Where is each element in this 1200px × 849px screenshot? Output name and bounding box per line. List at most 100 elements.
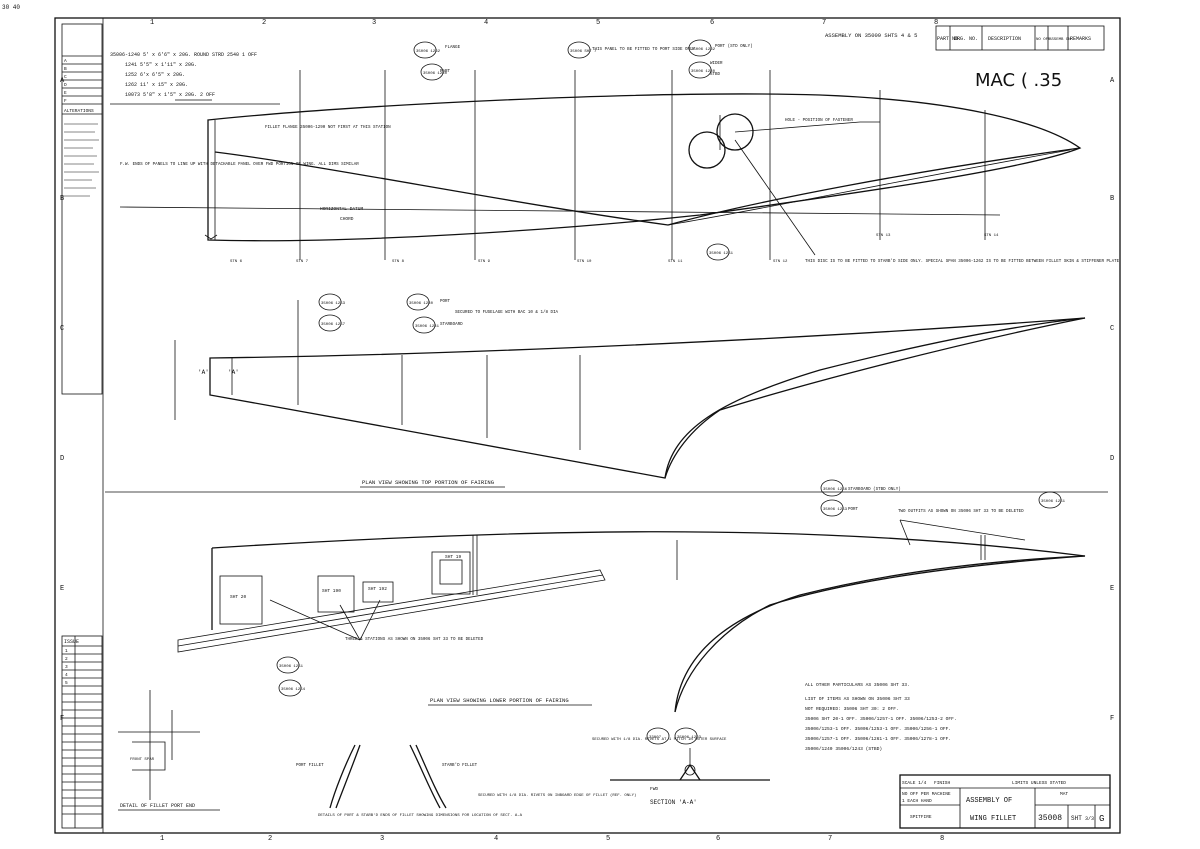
material-list: 35006-1240 5' x 6'6" x 20G. ROUND STRD 2… bbox=[110, 52, 257, 98]
part-tag: 35006 SHT 7 bbox=[570, 50, 597, 54]
detail-fillets: PORT FILLET STARB'D FILLET DETAILS OF PO… bbox=[296, 744, 523, 818]
border-bottom-numbers: 1 2 3 4 5 6 7 8 bbox=[160, 835, 944, 843]
border-letter: E bbox=[60, 585, 64, 593]
page-mark: 30 40 bbox=[2, 4, 20, 11]
fwd-label: FWD bbox=[650, 786, 658, 792]
secured-by-note: SECURED WITH 1/8 DIA. RIVETS ON INBOARD … bbox=[478, 793, 636, 798]
border-num: 1 bbox=[150, 19, 154, 27]
detail-title: DETAIL OF FILLET PORT END bbox=[120, 803, 195, 809]
border-num: 2 bbox=[268, 835, 272, 843]
finish-label: FINISH bbox=[934, 780, 951, 786]
plan-lower-view: SHT 20 SHT 190 SHT 192 SHT 19 THREE & ST… bbox=[177, 487, 1086, 713]
assembly-note: ASSEMBLY ON 35009 SHTS 4 & 5 bbox=[825, 32, 917, 39]
station-label: STN 6 bbox=[230, 260, 243, 264]
part-tags: 35006 1262 35006 1240 35006 SHT 7 35006 … bbox=[276, 39, 1066, 745]
station-label: STN 9 bbox=[478, 260, 491, 264]
port-fillet-label: PORT FILLET bbox=[296, 764, 324, 768]
title-line-2: WING FILLET bbox=[970, 815, 1016, 823]
station-label: STN 14 bbox=[984, 234, 999, 238]
station-label: STN 8 bbox=[392, 260, 405, 264]
border-left-letters: A B C D E F bbox=[60, 77, 65, 723]
issue-row: 3 bbox=[65, 664, 68, 670]
top-view-notes: FILLET FLANGE 35006-1290 NOT FIRST AT TH… bbox=[120, 44, 1120, 264]
notes-block: ALL OTHER PARTICULARS AS 35006 SHT 33. L… bbox=[805, 682, 957, 752]
outer-border bbox=[54, 17, 1121, 834]
alteration-row: A bbox=[64, 58, 67, 64]
three-stations-note: THREE & STATIONS AS SHOWN ON 35006 SHT 3… bbox=[345, 638, 484, 642]
starboard-stbd-only: STARBOARD (STBD ONLY) bbox=[848, 487, 901, 492]
wider-label: WIDER bbox=[710, 62, 723, 66]
horizontal-datum-label: HORIZONTAL DATUM bbox=[320, 206, 364, 212]
revision-letter: G bbox=[1099, 814, 1104, 824]
note-line: LIST OF ITEMS AS SHOWN ON 35006 SHT 33 bbox=[805, 696, 910, 702]
note-line: ALL OTHER PARTICULARS AS 35006 SHT 33. bbox=[805, 682, 910, 688]
sht-label: SHT 19 bbox=[445, 554, 462, 560]
border-letter: B bbox=[1110, 195, 1114, 203]
header-col: REMARKS bbox=[1070, 36, 1091, 42]
this-panel-note: THIS PANEL TO BE FITTED TO PORT SIDE ONL… bbox=[592, 48, 696, 52]
station-label: STN 10 bbox=[577, 260, 592, 264]
part-tag: 35006 1241 bbox=[415, 325, 440, 329]
port-word: PORT bbox=[440, 300, 451, 304]
part-tag: 35006 1254 bbox=[281, 688, 306, 692]
fillet-note: FILLET FLANGE 35006-1290 NOT FIRST AT TH… bbox=[265, 126, 391, 130]
alterations-title: ALTERATIONS bbox=[64, 108, 94, 114]
drawing-number: 35008 bbox=[1038, 814, 1062, 823]
sht-label: SHT 190 bbox=[322, 588, 341, 594]
border-letter: A bbox=[60, 77, 65, 85]
sta-a-label: 'A' bbox=[198, 369, 209, 376]
part-tag: 35006 1240 bbox=[423, 72, 448, 76]
no-off-label: NO OFF PER MACHINE bbox=[902, 791, 951, 797]
part-tag: 35006 1240 bbox=[409, 302, 434, 306]
border-num: 4 bbox=[484, 19, 488, 27]
border-right-letters: A B C D E F bbox=[1110, 77, 1115, 723]
border-letter: D bbox=[60, 455, 64, 463]
two-outfits-note: TWO OUTFITS AS SHOWN ON 35006 SHT 33 TO … bbox=[898, 510, 1024, 514]
border-letter: C bbox=[1110, 325, 1114, 333]
part-tag: 35006 1251 bbox=[279, 665, 304, 669]
plan-top-view: 'A' 'A' SECURED TO FUSELAGE WITH BAC 10 … bbox=[174, 300, 1086, 488]
title-line-1: ASSEMBLY OF bbox=[966, 797, 1012, 805]
border-num: 8 bbox=[940, 835, 944, 843]
station-label: STN 7 bbox=[296, 260, 309, 264]
flange-label: FLANGE bbox=[445, 46, 461, 50]
note-line: 35006 SHT 20-1 OFF. 35006/1257-1 OFF. 35… bbox=[805, 716, 957, 722]
secured-to-fuselage: SECURED TO FUSELAGE WITH BAC 10 & 1/8 DI… bbox=[455, 310, 559, 315]
material-line: 35006-1240 5' x 6'6" x 20G. ROUND STRD 2… bbox=[110, 52, 257, 58]
border-num: 7 bbox=[822, 19, 826, 27]
alteration-row: F bbox=[64, 98, 67, 104]
issue-row: 5 bbox=[65, 680, 68, 686]
note-line: 35006/1240 35006/1243 (STBD) bbox=[805, 746, 882, 752]
note-line: 35006/1257-1 OFF. 35006/1261-1 OFF. 3500… bbox=[805, 736, 951, 742]
part-tag: 35006 1240 bbox=[691, 70, 716, 74]
part-tag: 35006 1253 bbox=[823, 508, 848, 512]
disc-note: THIS DISC IS TO BE FITTED TO STARB'D SID… bbox=[805, 259, 1120, 264]
material-line: 1262 11' x 15" x 20G. bbox=[125, 82, 188, 88]
station-label: STN 13 bbox=[876, 234, 891, 238]
issue-row: 4 bbox=[65, 672, 68, 678]
border-num: 2 bbox=[262, 19, 266, 27]
station-label: STN 11 bbox=[668, 260, 683, 264]
edge-note: F.W. ENDS OF PANELS TO LINE UP WITH DETA… bbox=[120, 163, 359, 167]
section-aa-label: SECTION 'A-A' bbox=[650, 799, 697, 806]
starboard-word: STARBOARD bbox=[440, 323, 463, 327]
border-num: 6 bbox=[716, 835, 720, 843]
station-label: STN 12 bbox=[773, 260, 788, 264]
border-num: 6 bbox=[710, 19, 714, 27]
issue-row: 1 bbox=[65, 648, 68, 654]
top-elevation-view: HORIZONTAL DATUM CHORD STN 6 STN 7 STN 8… bbox=[119, 70, 1082, 264]
part-tag: 35006 1256 bbox=[823, 488, 848, 492]
issue-table: ISSUE 1 2 3 4 5 bbox=[61, 635, 103, 829]
machine-count: 1 EACH HAND bbox=[902, 798, 932, 804]
sheet-label: SHT bbox=[1071, 815, 1082, 822]
part-tag: 35006 1262 bbox=[416, 50, 441, 54]
border-num: 8 bbox=[934, 19, 938, 27]
border-num: 3 bbox=[372, 19, 376, 27]
detail-note: DETAILS OF PORT & STARB'D ENDS OF FILLET… bbox=[318, 813, 523, 818]
border-num: 4 bbox=[494, 835, 498, 843]
sht-label: SHT 20 bbox=[230, 594, 247, 600]
header-table: ASSEMBLY ON 35009 SHTS 4 & 5 PART NO. DR… bbox=[825, 25, 1105, 51]
issue-label: ISSUE bbox=[64, 639, 79, 645]
border-num: 5 bbox=[606, 835, 610, 843]
